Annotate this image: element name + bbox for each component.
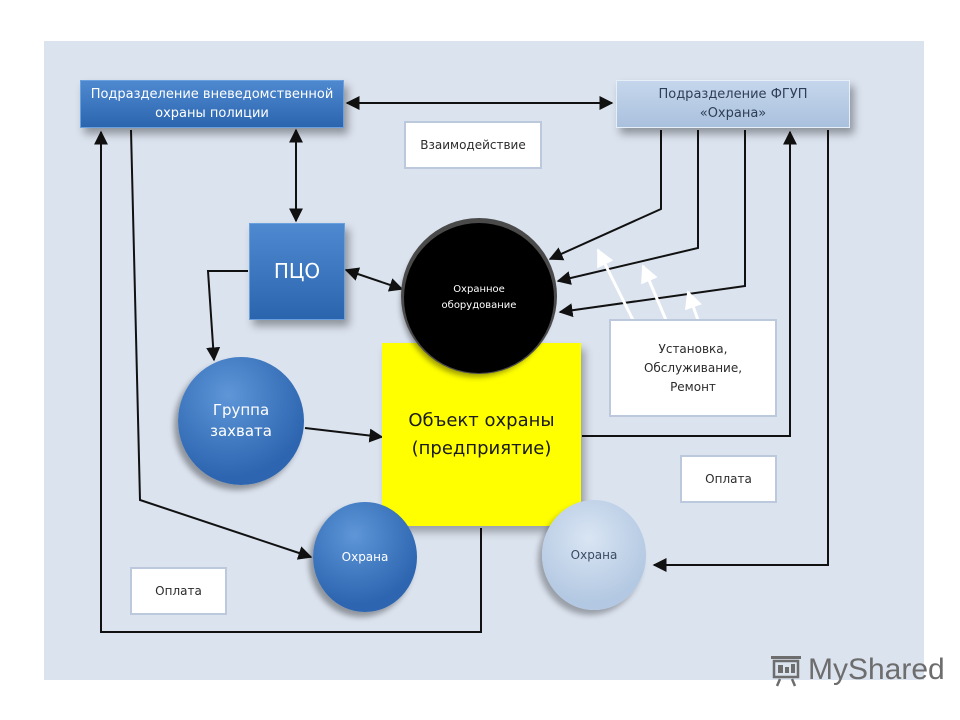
service-arrow-1 — [596, 248, 636, 323]
installation-service-box: Установка, Обслуживание, Ремонт — [609, 319, 777, 417]
object-payment-police-link — [94, 130, 482, 633]
pco-capture-link — [206, 270, 248, 362]
capture-group-circle: Группа захвата — [178, 357, 304, 485]
police-division-box: Подразделение вневедомственной охраны по… — [80, 80, 344, 128]
guard-police-label: Охрана — [341, 550, 389, 564]
guard-fgup-label: Охрана — [570, 548, 618, 562]
security-equipment-label: Охранное оборудование — [441, 284, 517, 311]
police-guard-link — [130, 129, 313, 560]
watermark: MyShared — [768, 652, 945, 688]
capture-group-label: Группа захвата — [209, 401, 272, 440]
object-payment-fgup-link — [582, 130, 797, 437]
capture-object-link — [304, 427, 384, 443]
fgup-division-box: Подразделение ФГУП «Охрана» — [616, 80, 850, 128]
watermark-text: MyShared — [808, 653, 945, 686]
interaction-box: Взаимодействие — [404, 121, 542, 169]
interaction-label: Взаимодействие — [420, 137, 526, 152]
pco-label: ПЦО — [273, 259, 321, 283]
payment-left-box: Оплата — [130, 567, 227, 615]
payment-right-box: Оплата — [680, 455, 777, 503]
service-arrow-2 — [641, 264, 668, 321]
service-arrow-3 — [684, 290, 702, 321]
payment-left-label: Оплата — [155, 583, 202, 598]
fgup-guard-link — [652, 130, 829, 572]
fgup-equipment-link-3 — [558, 130, 746, 318]
protected-object-label: Объект охраны (предприятие) — [408, 409, 555, 459]
fgup-equipment-link-2 — [556, 130, 699, 285]
protected-object-box: Объект охраны (предприятие) — [382, 343, 581, 526]
guard-fgup-circle: Охрана — [542, 500, 646, 610]
security-equipment-circle: Охранное оборудование — [404, 223, 554, 373]
payment-right-label: Оплата — [705, 471, 752, 486]
projector-screen-icon — [771, 656, 801, 687]
pco-equipment-link — [344, 267, 404, 292]
guard-police-circle: Охрана — [313, 502, 417, 612]
police-division-label: Подразделение вневедомственной охраны по… — [90, 87, 334, 121]
fgup-division-label: Подразделение ФГУП «Охрана» — [658, 87, 808, 121]
pco-box: ПЦО — [249, 223, 345, 320]
installation-service-label: Установка, Обслуживание, Ремонт — [643, 341, 743, 394]
fgup-equipment-link-1 — [548, 130, 662, 261]
